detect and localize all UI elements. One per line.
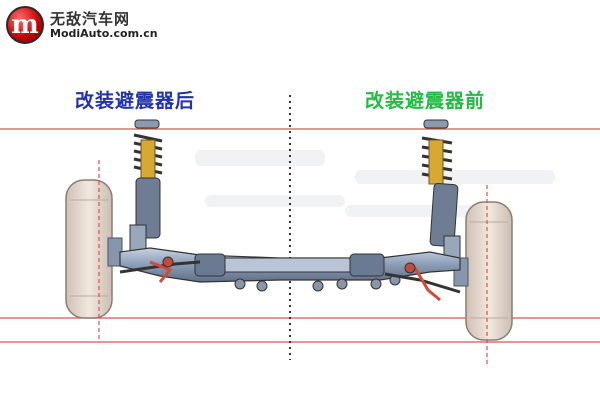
site-logo: m 无敌汽车网 ModiAuto.com.cn (6, 6, 166, 44)
left-control-arm (119, 256, 201, 283)
caption-before-modification: 改装避震器前 (365, 90, 486, 112)
right-wheel (453, 201, 513, 341)
right-strut (421, 119, 461, 267)
right-control-arm (384, 262, 461, 302)
steering-rack (119, 247, 461, 292)
left-strut (129, 119, 163, 256)
left-wheel (65, 179, 123, 319)
logo-m-badge-icon: m (6, 6, 44, 44)
logo-site-url: ModiAuto.com.cn (50, 27, 158, 40)
background-shading (195, 150, 555, 217)
caption-after-modification: 改装避震器后 (75, 90, 196, 112)
logo-site-name: 无敌汽车网 (50, 10, 131, 28)
